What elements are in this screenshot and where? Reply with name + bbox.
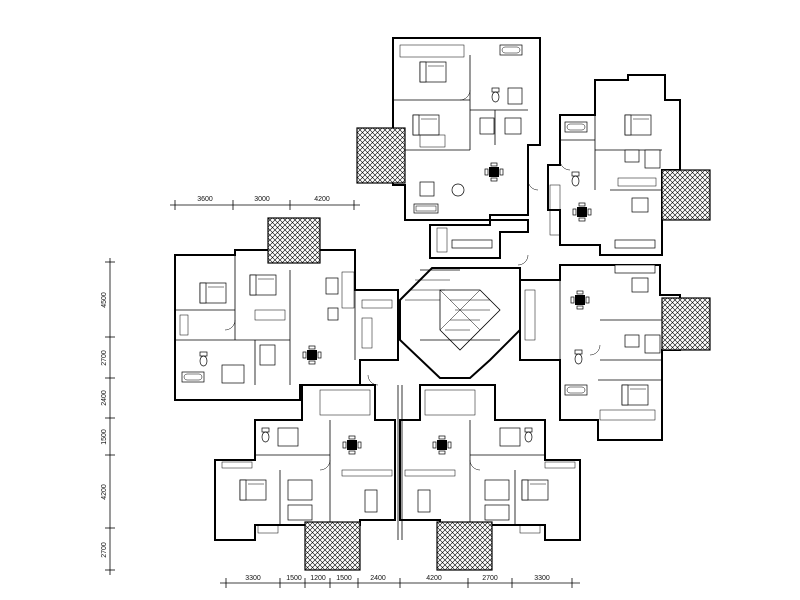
unit-top <box>392 37 541 259</box>
door-swings <box>224 89 601 471</box>
unit-bottom-left <box>214 384 396 541</box>
dimension-chain-top: 3600 3000 4200 <box>170 196 360 210</box>
dim-left-3: 2400 <box>101 390 108 406</box>
dim-left-5: 4200 <box>101 484 108 500</box>
balcony-right-lower <box>661 297 711 351</box>
dim-bottom-6: 4200 <box>426 575 442 582</box>
balcony-right-upper <box>661 169 711 221</box>
dimension-chain-left: 4500 2700 2400 1500 4200 2700 <box>101 258 115 575</box>
dim-top-2: 3000 <box>254 196 270 203</box>
unit-right-upper <box>547 74 681 256</box>
stair-core <box>399 267 521 379</box>
dim-top-3: 4200 <box>314 196 330 203</box>
dim-bottom-8: 3300 <box>534 575 550 582</box>
dim-top-1: 3600 <box>197 196 213 203</box>
dim-left-1: 4500 <box>101 292 108 308</box>
balcony-top-left <box>356 127 406 184</box>
dim-bottom-2: 1500 <box>286 575 302 582</box>
dim-left-6: 2700 <box>101 542 108 558</box>
dimension-chain-bottom: 3300 1500 1200 1500 2400 4200 2700 3300 <box>220 575 580 588</box>
unit-bottom-right <box>397 384 581 541</box>
dim-bottom-5: 2400 <box>370 575 386 582</box>
balcony-left <box>267 217 321 264</box>
dim-bottom-1: 3300 <box>245 575 261 582</box>
dim-bottom-4: 1500 <box>336 575 352 582</box>
dim-bottom-3: 1200 <box>310 575 326 582</box>
dim-bottom-7: 2700 <box>482 575 498 582</box>
dim-left-2: 2700 <box>101 350 108 366</box>
balcony-bottom-right <box>436 521 493 571</box>
balcony-bottom-left <box>304 521 361 571</box>
unit-right-lower <box>519 264 681 441</box>
unit-left <box>174 249 399 401</box>
dim-left-4: 1500 <box>101 429 108 445</box>
